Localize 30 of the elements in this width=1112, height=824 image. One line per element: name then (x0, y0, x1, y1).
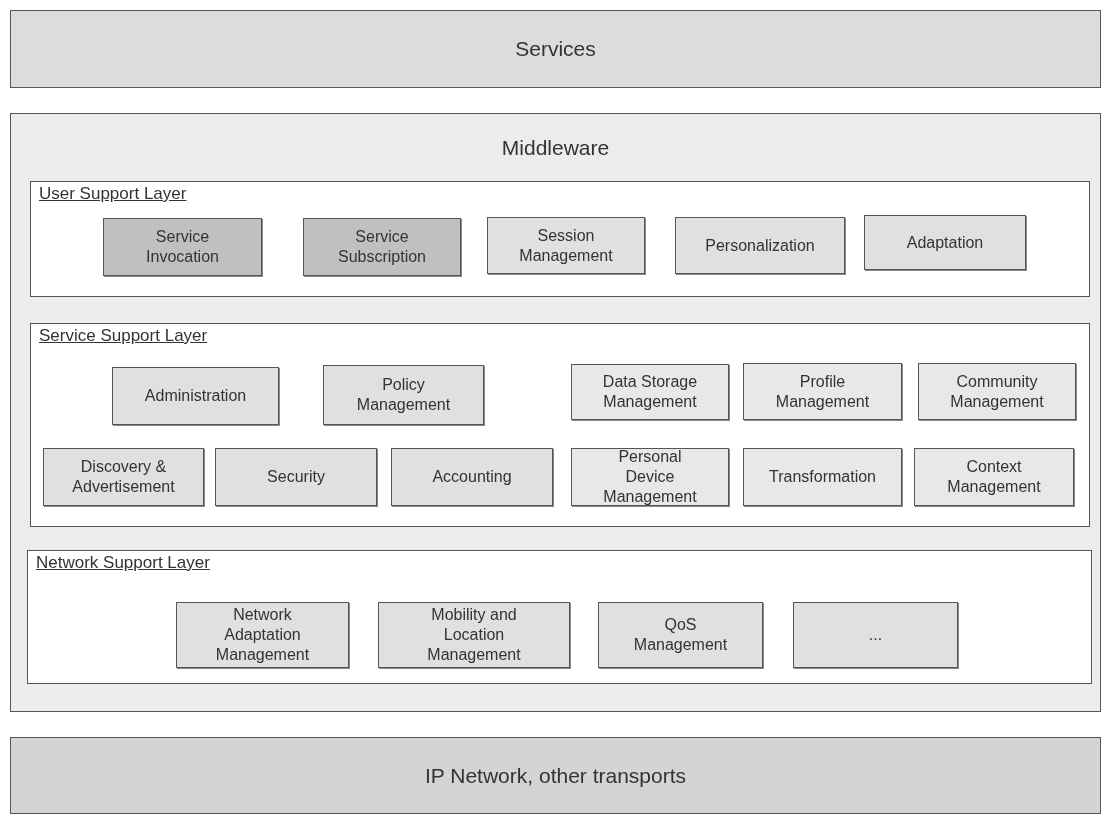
layer-panel (30, 323, 1090, 527)
function-box: Transformation (743, 448, 902, 506)
function-box: Accounting (391, 448, 553, 506)
panel-title: Middleware (500, 136, 611, 160)
function-box: Context Management (914, 448, 1074, 506)
function-box: Administration (112, 367, 279, 425)
layer-title: Service Support Layer (39, 326, 208, 346)
function-box: QoS Management (598, 602, 763, 668)
function-box: Community Management (918, 363, 1076, 420)
function-box: Network Adaptation Management (176, 602, 349, 668)
function-box: Adaptation (864, 215, 1026, 270)
function-box: Personalization (675, 217, 845, 274)
function-box: Session Management (487, 217, 645, 274)
function-box: ... (793, 602, 958, 668)
function-box: Discovery & Advertisement (43, 448, 204, 506)
function-box: Data Storage Management (571, 364, 729, 420)
function-box: Profile Management (743, 363, 902, 420)
layer-title: User Support Layer (39, 184, 187, 204)
middleware-panel (10, 113, 1101, 712)
services-band: Services (10, 10, 1101, 88)
function-box: Mobility and Location Management (378, 602, 570, 668)
function-box: Service Invocation (103, 218, 262, 276)
function-box: Security (215, 448, 377, 506)
function-box: Personal Device Management (571, 448, 729, 506)
layer-title: Network Support Layer (36, 553, 210, 573)
layer-panel (27, 550, 1092, 684)
function-box: Policy Management (323, 365, 484, 425)
transport-band: IP Network, other transports (10, 737, 1101, 814)
layer-panel (30, 181, 1090, 297)
function-box: Service Subscription (303, 218, 461, 276)
